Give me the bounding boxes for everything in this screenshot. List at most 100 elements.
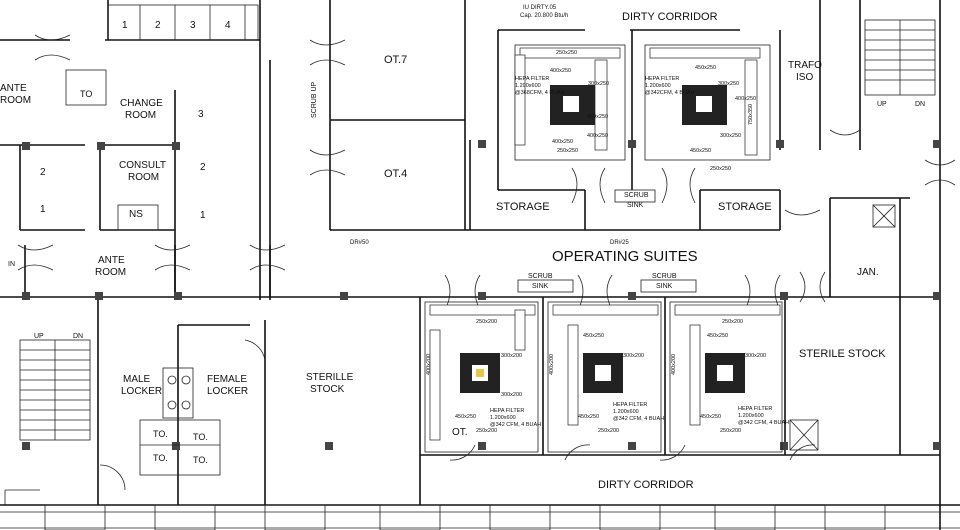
room-male-locker-1: MALE (123, 374, 151, 385)
top2-filter-1: HEPA FILTER (645, 76, 679, 82)
top2-dim-5: 450x250 (690, 148, 711, 154)
top1-filter-2: 1.200x600 (515, 83, 541, 89)
room-female-locker-1: FEMALE (207, 374, 247, 385)
room-consult-2: ROOM (128, 172, 159, 183)
b1-dim-6: 250x200 (476, 428, 497, 434)
top-number-2: 2 (155, 20, 161, 31)
room-ot-small: OT. (452, 427, 468, 438)
stair-right (864, 19, 936, 96)
scrub-sink-b2-2: SINK (656, 283, 673, 290)
scrub-sink-b2-1: SCRUB (652, 273, 677, 280)
stair-top-left (107, 4, 259, 41)
room-ns: NS (129, 209, 143, 220)
unit-header-2: Cap. 20.800 Btu/h (520, 13, 568, 19)
stair-dn-right: DN (915, 101, 925, 108)
room-ante-mid-1: ANTE (98, 255, 125, 266)
top2-dim-6: 250x250 (710, 166, 731, 172)
top2-filter-3: @342CFM, 4 BUAH (645, 90, 695, 96)
room-to-2: TO. (193, 432, 208, 442)
top2-dim-7: 750x350 (748, 104, 754, 125)
top1-filter-1: HEPA FILTER (515, 76, 549, 82)
room-labels: OT.7 OT.4 DIRTY CORRIDOR STORAGE STORAGE… (0, 11, 886, 491)
top2-dim-2: 300x250 (718, 81, 739, 87)
change-number-2: 2 (200, 162, 206, 173)
scrub-sink-mid-1: SCRUB (624, 192, 649, 199)
b3-dim-2: 450x250 (707, 333, 728, 339)
top1-dim-6: 450x250 (587, 114, 608, 120)
room-storage-left: STORAGE (496, 201, 550, 213)
left-number-2: 2 (40, 167, 46, 178)
change-number-3: 3 (198, 109, 204, 120)
b3-dim-4: 300x200 (745, 353, 766, 359)
columns (22, 140, 941, 450)
shaft-boxes (517, 189, 896, 451)
b2-filter-1: HEPA FILTER (613, 402, 647, 408)
unit-header-1: IU DIRTY.05 (523, 5, 557, 11)
top1-filter-3: @368CFM, 4 BUAH (515, 90, 565, 96)
ot-number-5: 5 (701, 100, 706, 110)
top2-filter-2: 1.200x600 (645, 83, 671, 89)
ot-bottom-1-hvac (424, 301, 539, 453)
b2-filter-3: @342 CFM, 4 BUAH (613, 416, 664, 422)
room-sterille-stock-1: STERILLE (306, 372, 354, 383)
b2-dim-1: 450x250 (583, 333, 604, 339)
b1-filter-3: @342 CFM, 4 BUAH (490, 422, 541, 428)
dr25-label: DR#25 (610, 240, 629, 246)
top2-dim-1: 450x250 (695, 65, 716, 71)
top-number-4: 4 (225, 20, 231, 31)
room-to-1: TO. (153, 429, 168, 439)
room-ante-top-1: ANTE (0, 83, 27, 94)
room-trafo-1: TRAFO (788, 60, 822, 71)
b2-dim-5: 250x200 (598, 428, 619, 434)
room-female-locker-2: LOCKER (207, 386, 248, 397)
room-change-1: CHANGE (120, 98, 163, 109)
b3-dim-1: 250x200 (722, 319, 743, 325)
b2-dim-3: 300x200 (623, 353, 644, 359)
doors (17, 34, 956, 491)
room-to-4: TO. (193, 455, 208, 465)
scrub-up-label: SCRUB UP (311, 81, 318, 118)
ot-top-1-hvac (514, 44, 626, 161)
stair-left (19, 339, 91, 441)
top1-dim-2: 400x250 (550, 68, 571, 74)
facade-bottom (0, 489, 960, 530)
in-label: IN (8, 261, 15, 268)
b3-dim-5: 450x250 (700, 414, 721, 420)
room-male-locker-2: LOCKER (121, 386, 162, 397)
b1-filter-1: HEPA FILTER (490, 408, 524, 414)
room-ante-mid-2: ROOM (95, 267, 126, 278)
b1-dim-1: 250x200 (476, 319, 497, 325)
small-labels: SCRUB UP SCRUB SINK SCRUB SINK SCRUB SIN… (8, 5, 925, 340)
b2-dim-2: 400x200 (549, 354, 555, 375)
room-to-3: TO. (153, 453, 168, 463)
b1-dim-3: 300x200 (501, 353, 522, 359)
ot-number-6: 6 (568, 100, 573, 110)
room-dirty-corridor-bottom: DIRTY CORRIDOR (598, 479, 694, 491)
dr50-label: DR#50 (350, 240, 369, 246)
b1-dim-4: 300x200 (501, 392, 522, 398)
left-number-1: 1 (40, 204, 46, 215)
room-ot7: OT.7 (384, 54, 407, 66)
top1-dim-1: 250x250 (556, 50, 577, 56)
b3-filter-3: @342 CFM, 4 BUAH (738, 420, 789, 426)
room-operating-suites: OPERATING SUITES (552, 248, 698, 265)
b2-dim-4: 450x250 (578, 414, 599, 420)
room-ot4: OT.4 (384, 168, 407, 180)
top2-dim-4: 300x250 (720, 133, 741, 139)
room-storage-right: STORAGE (718, 201, 772, 213)
room-consult-1: CONSULT (119, 160, 166, 171)
ot-bottom-3-hvac (669, 301, 783, 453)
stair-dn-left: DN (73, 333, 83, 340)
top1-dim-4: 400x250 (552, 139, 573, 145)
b3-filter-2: 1.200x600 (738, 413, 764, 419)
room-sterile-stock: STERILE STOCK (799, 348, 886, 360)
b2-filter-2: 1.200x600 (613, 409, 639, 415)
room-change-2: ROOM (125, 110, 156, 121)
room-dirty-corridor-top: DIRTY CORRIDOR (622, 11, 718, 23)
room-ante-top-2: ROOM (0, 95, 31, 106)
room-to-top: TO (80, 89, 92, 99)
b3-dim-6: 250x200 (720, 428, 741, 434)
scrub-sink-b1-2: SINK (532, 283, 549, 290)
